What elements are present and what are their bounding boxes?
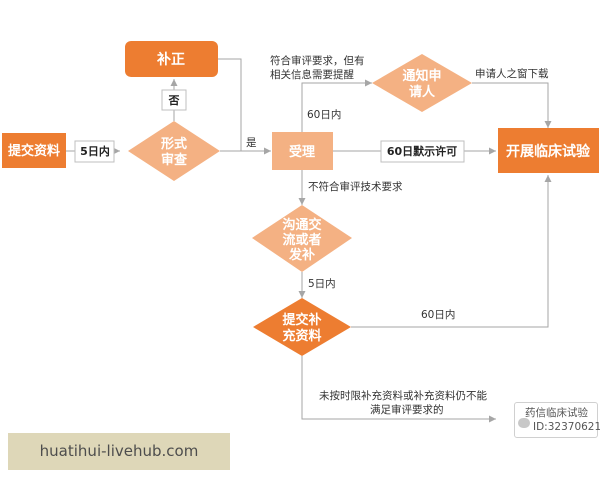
svg-text:审查: 审查 — [161, 152, 188, 168]
svg-text:通知申: 通知申 — [402, 68, 441, 84]
connector-correction-loop — [218, 58, 242, 151]
wechat-icon — [518, 418, 530, 428]
svg-text:充资料: 充资料 — [282, 328, 321, 344]
wechat-signature-name: 药信临床试验 — [525, 407, 588, 419]
node-submit-materials: 提交资料 — [2, 133, 66, 168]
svg-text:提交补: 提交补 — [282, 312, 321, 328]
label-yes: 是 — [246, 137, 257, 149]
label-applicant-download: 申请人之窗下载 — [475, 67, 549, 80]
svg-text:流或者: 流或者 — [282, 232, 321, 248]
connector-supplement-to-end — [301, 356, 496, 423]
node-start-trial: 开展临床试验 — [498, 128, 599, 173]
svg-text:发补: 发补 — [288, 247, 315, 263]
site-watermark: huatihui-livehub.com — [8, 433, 230, 470]
connector-accept-to-notify — [301, 79, 372, 132]
svg-text:补正: 补正 — [156, 51, 185, 68]
label-not-meet: 不符合审评技术要求 — [308, 180, 403, 193]
label-meets-but-info-2: 相关信息需要提醒 — [270, 68, 354, 81]
svg-text:60日默示许可: 60日默示许可 — [387, 144, 457, 158]
connector-supplement-to-trial — [351, 175, 552, 328]
label-five-days-box: 5日内 — [74, 140, 115, 163]
label-sixty-days-b: 60日内 — [421, 308, 455, 321]
node-accept: 受理 — [272, 132, 333, 170]
connectors — [66, 58, 552, 423]
node-correction: 补正 — [125, 41, 218, 77]
node-form-review: 形式 审查 — [128, 121, 220, 181]
label-meets-but-info-1: 符合审评要求，但有 — [270, 54, 365, 67]
svg-text:请人: 请人 — [409, 84, 436, 100]
wechat-signature-overlay: 药信临床试验 ID:32370621 — [514, 402, 600, 438]
label-five-days-b: 5日内 — [308, 277, 336, 290]
node-notify-applicant: 通知申 请人 — [372, 54, 472, 112]
svg-text:提交资料: 提交资料 — [8, 143, 60, 159]
node-submit-supplement: 提交补 充资料 — [253, 298, 351, 356]
connector-notify-to-trial — [472, 82, 552, 128]
label-not-supplemented-1: 未按时限补充资料或补充资料仍不能 — [319, 389, 487, 402]
svg-text:受理: 受理 — [289, 144, 315, 160]
label-no-box: 否 — [161, 89, 187, 111]
svg-text:沟通交: 沟通交 — [282, 217, 321, 233]
label-not-supplemented-2: 满足审评要求的 — [370, 403, 444, 416]
node-communicate: 沟通交 流或者 发补 — [252, 205, 352, 272]
label-silent-permit-box: 60日默示许可 — [380, 140, 465, 163]
label-sixty-days-a: 60日内 — [307, 108, 341, 121]
svg-text:5日内: 5日内 — [80, 144, 110, 158]
svg-text:开展临床试验: 开展临床试验 — [506, 143, 591, 160]
wechat-signature-id: ID:32370621 — [533, 421, 600, 433]
svg-text:形式: 形式 — [161, 136, 187, 152]
svg-text:否: 否 — [168, 94, 180, 107]
